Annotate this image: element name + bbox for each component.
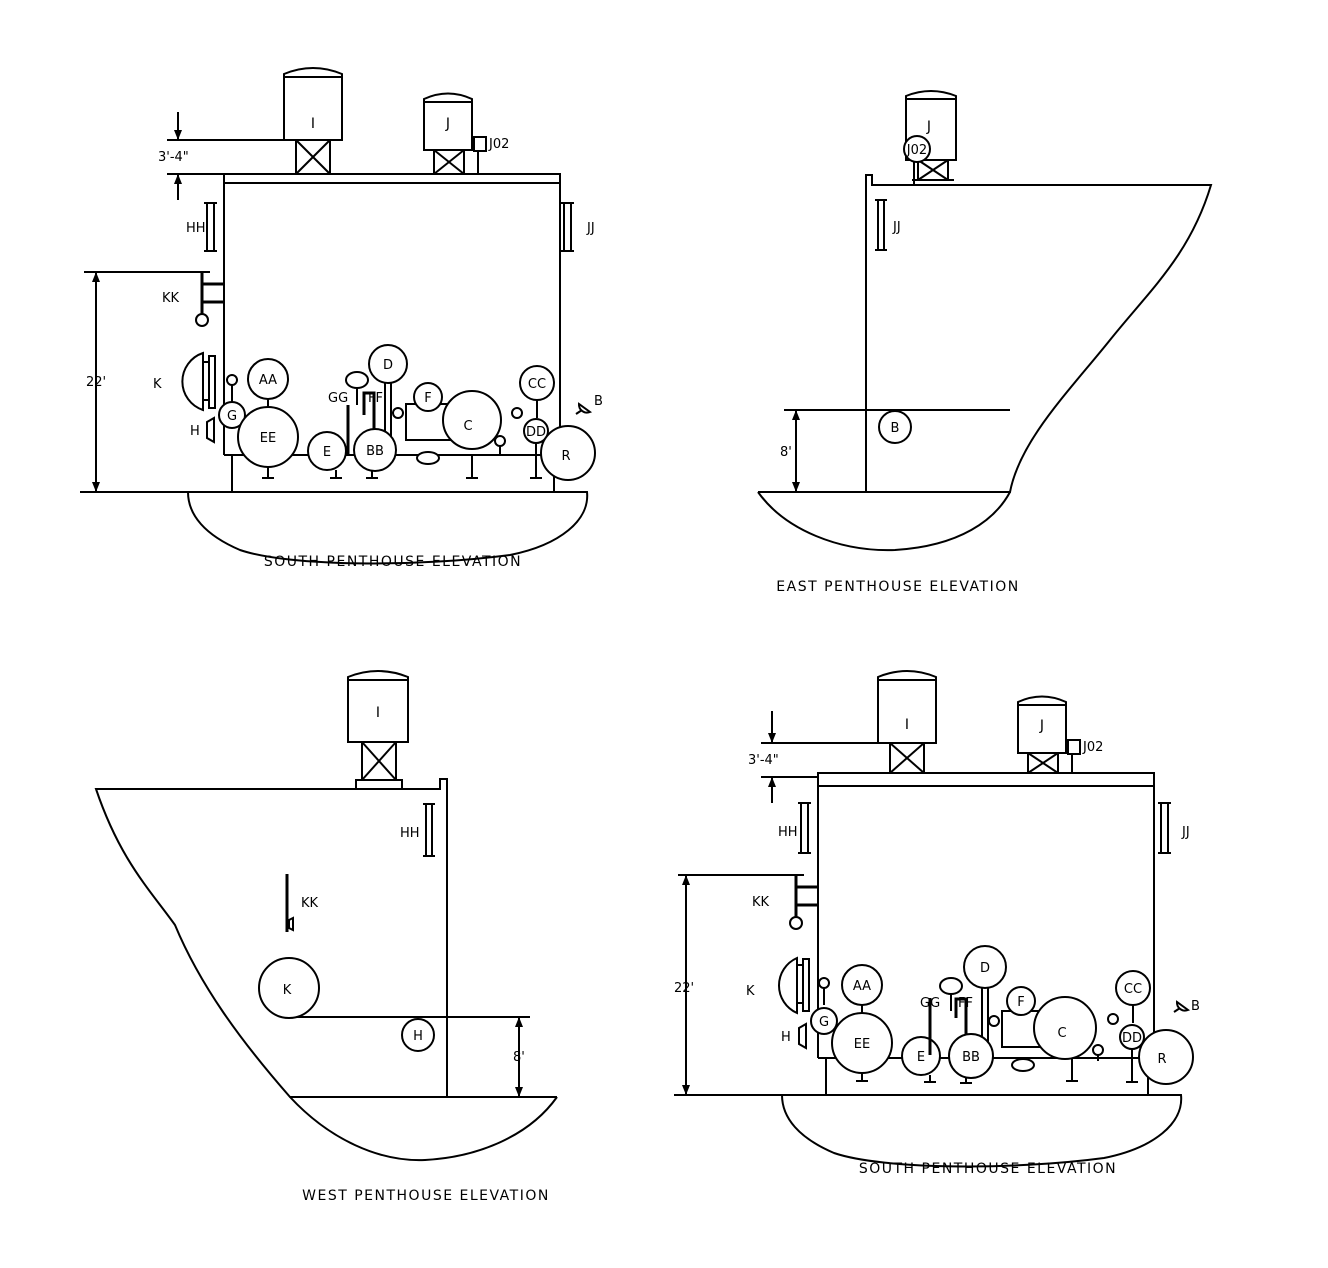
ground-mound: [186, 491, 589, 565]
label-g: G: [819, 1015, 829, 1030]
label-aa: AA: [259, 373, 277, 388]
label-cc: CC: [1124, 982, 1142, 997]
label-gg: GG: [920, 996, 940, 1011]
south-elevation-2: I J J02 3'-4" 22' HH JJ KK: [674, 670, 1200, 1177]
label-cc: CC: [528, 377, 546, 392]
label-c: C: [1057, 1026, 1066, 1041]
label-f: F: [424, 391, 431, 406]
label-g: G: [227, 409, 237, 424]
label-ee: EE: [260, 431, 276, 446]
label-ee: EE: [854, 1037, 870, 1052]
label-b: B: [594, 394, 603, 409]
label-f: F: [1017, 995, 1024, 1010]
dim-level-height: 8': [513, 1050, 525, 1065]
label-k: K: [283, 983, 292, 998]
tank-j: J J02: [423, 92, 509, 175]
label-h: H: [413, 1029, 423, 1044]
label-aa: AA: [853, 979, 871, 994]
label-e: E: [917, 1050, 925, 1065]
label-j: J: [1039, 718, 1044, 734]
label-b: B: [891, 421, 900, 436]
west-elevation: I HH KK K 8' H WEST PENTHOUSE ELEVATION: [94, 670, 558, 1204]
label-j02: J02: [488, 137, 509, 152]
label-dd: DD: [526, 425, 546, 440]
label-j02: J02: [1082, 740, 1103, 755]
label-kk: KK: [752, 895, 770, 910]
dim-stand-height: 3'-4": [748, 753, 779, 768]
label-j: J: [926, 119, 931, 135]
label-e: E: [323, 445, 331, 460]
label-r: R: [561, 449, 570, 464]
label-kk: KK: [301, 896, 319, 911]
tank-i: I: [283, 67, 343, 175]
label-d: D: [383, 358, 393, 373]
label-jj: JJ: [1181, 825, 1190, 840]
label-hh: HH: [400, 826, 420, 841]
label-r: R: [1157, 1052, 1166, 1067]
dim-level-height: 8': [780, 445, 792, 460]
label-h: H: [190, 424, 200, 439]
east-elevation: J J02 JJ 8' B EAST PENTHOUSE ELEVATION: [757, 90, 1213, 595]
dim-penthouse-height: 22': [674, 981, 694, 996]
title-east: EAST PENTHOUSE ELEVATION: [776, 579, 1019, 595]
label-hh: HH: [778, 825, 798, 840]
label-hh: HH: [186, 221, 206, 236]
title-south-1: SOUTH PENTHOUSE ELEVATION: [264, 554, 522, 570]
label-jj: JJ: [586, 221, 595, 236]
label-h: H: [781, 1030, 791, 1045]
west-hull: [94, 778, 448, 1098]
label-c: C: [463, 419, 472, 434]
south-elevation-1: I J J02 3'-4" 22' HH: [80, 67, 603, 570]
label-ff: FF: [368, 391, 383, 406]
label-kk: KK: [162, 291, 180, 306]
label-i: I: [376, 705, 380, 721]
title-south-2: SOUTH PENTHOUSE ELEVATION: [859, 1161, 1117, 1177]
label-bb: BB: [962, 1050, 980, 1065]
label-gg: GG: [328, 391, 348, 406]
dim-penthouse-height: 22': [86, 375, 106, 390]
label-jj: JJ: [892, 220, 901, 235]
east-hull: [865, 174, 1213, 493]
label-i: I: [311, 116, 315, 132]
label-d: D: [980, 961, 990, 976]
dim-stand-height: 3'-4": [158, 150, 189, 165]
label-dd: DD: [1122, 1031, 1142, 1046]
label-k: K: [153, 377, 162, 392]
label-i: I: [905, 717, 909, 733]
title-west: WEST PENTHOUSE ELEVATION: [302, 1188, 550, 1204]
label-ff: FF: [958, 996, 973, 1011]
label-bb: BB: [366, 444, 384, 459]
label-j: J: [445, 116, 450, 132]
label-k: K: [746, 984, 755, 999]
label-b: B: [1191, 999, 1200, 1014]
label-j02: J02: [906, 143, 927, 158]
